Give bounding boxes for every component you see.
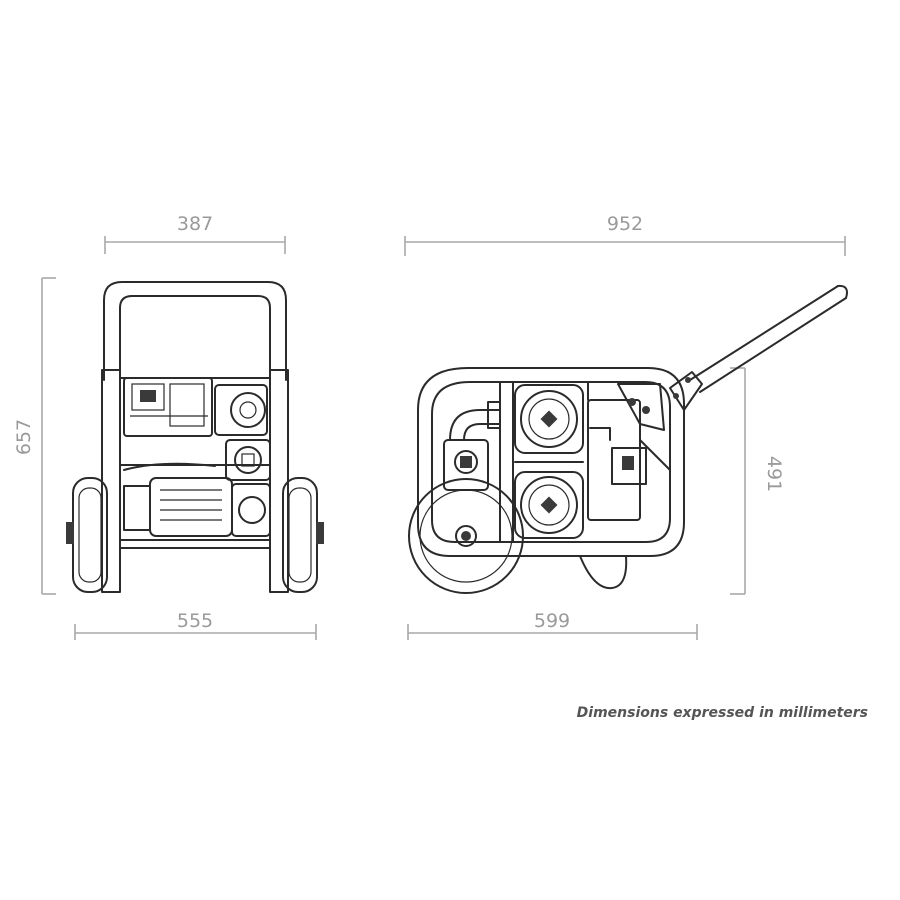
side-bottom-length-label: 599 bbox=[534, 610, 570, 632]
front-height-dimension: 657 bbox=[13, 277, 56, 595]
front-view: 387 657 555 bbox=[13, 213, 324, 640]
front-bottom-width-label: 555 bbox=[177, 610, 213, 632]
side-height-label: 491 bbox=[763, 456, 785, 492]
side-top-length-label: 952 bbox=[607, 213, 643, 235]
side-machine bbox=[408, 284, 848, 594]
side-view: 952 491 599 bbox=[404, 213, 848, 640]
side-top-length-dimension: 952 bbox=[404, 213, 846, 256]
front-top-width-label: 387 bbox=[177, 213, 213, 235]
units-note: Dimensions expressed in millimeters bbox=[576, 705, 868, 721]
side-height-dimension: 491 bbox=[730, 367, 785, 595]
front-height-label: 657 bbox=[13, 419, 35, 455]
front-machine bbox=[66, 281, 324, 593]
front-bottom-width-dimension: 555 bbox=[74, 610, 317, 640]
side-bottom-length-dimension: 599 bbox=[407, 610, 698, 640]
front-top-width-dimension: 387 bbox=[104, 213, 286, 254]
